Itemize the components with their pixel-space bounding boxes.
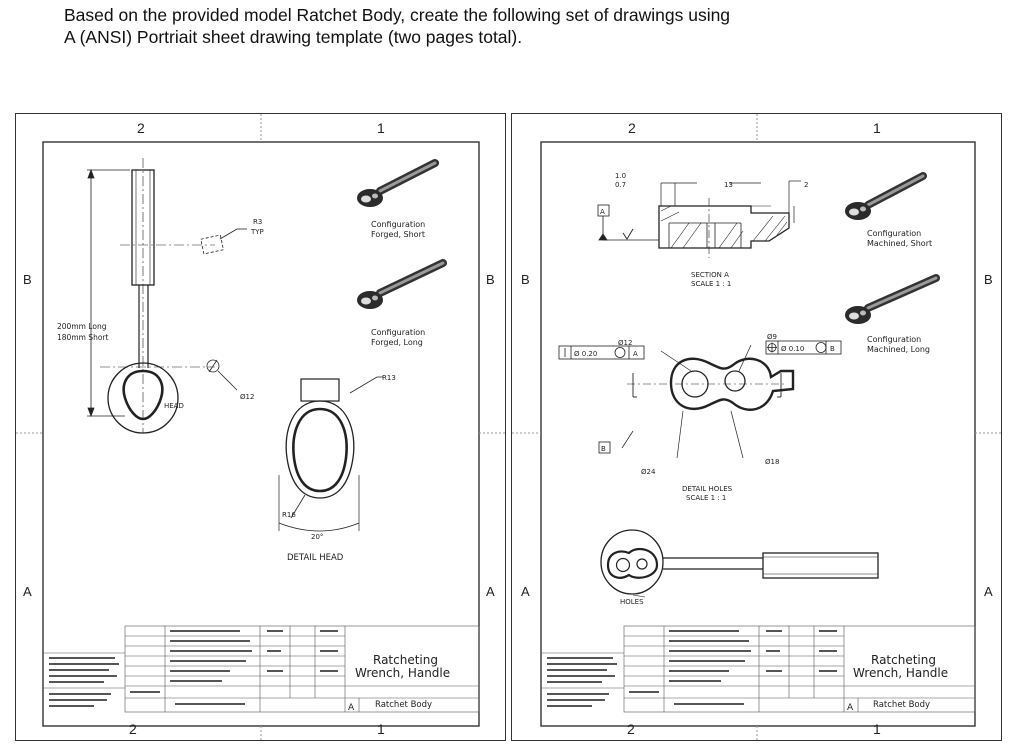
zone-label-bottom-2: 2 [627, 721, 635, 737]
detail-holes-title: DETAIL HOLES [682, 485, 733, 493]
detail-head-view [278, 376, 383, 532]
r3-label: R3 [253, 218, 262, 226]
title-block-fine-print [547, 630, 837, 707]
fcf-left-datum: A [633, 350, 638, 358]
title-block [43, 625, 480, 713]
dia9-label: Ø9 [767, 333, 777, 341]
zone-label-top-2: 2 [137, 120, 145, 136]
datum-a-symbol [597, 204, 659, 241]
handle-front-view [100, 158, 215, 434]
instructions: Based on the provided model Ratchet Body… [64, 4, 730, 48]
r3-callout [200, 228, 247, 255]
dim-13: 13 [724, 181, 733, 189]
row-label-right-a: A [984, 584, 993, 599]
handle-front-view [600, 529, 879, 598]
wrench-iso-view-short [357, 159, 439, 207]
row-label-left-b: B [23, 272, 32, 287]
config2-line2: Machined, Long [867, 345, 930, 354]
length-label-long: 200mm Long [57, 322, 107, 331]
config2-line2: Forged, Long [371, 338, 423, 347]
head-label: HEAD [164, 402, 184, 410]
dia24-label: Ø24 [641, 468, 656, 476]
config1-line2: Machined, Short [867, 239, 932, 248]
dim-0-7: 0.7 [615, 181, 626, 189]
datum-b-symbol [598, 441, 611, 454]
instruction-line-1: Based on the provided model Ratchet Body… [64, 5, 731, 25]
row-label-left-b: B [521, 272, 530, 287]
title-line-1: Ratcheting [373, 653, 438, 667]
wrench-iso-view-long [357, 259, 447, 309]
config1-line1: Configuration [867, 229, 921, 238]
fcf-right-tolerance: Ø 0.10 [781, 345, 804, 353]
instruction-line-2: A (ANSI) Portriait sheet drawing templat… [64, 27, 523, 47]
detail-holes-scale: SCALE 1 : 1 [686, 494, 726, 502]
zone-label-top-1: 1 [873, 120, 881, 136]
row-label-left-a: A [521, 584, 530, 599]
angle-label: 20° [311, 533, 323, 541]
title-block [541, 625, 976, 713]
wrench-iso-view-machined-long [845, 274, 940, 324]
size-label: A [348, 703, 355, 713]
section-a-scale: SCALE 1 : 1 [691, 280, 731, 288]
sheet-inner-border [540, 141, 976, 727]
dia12-label: Ø12 [240, 393, 254, 401]
section-a-title: SECTION A [691, 271, 729, 279]
detail-head-label: DETAIL HEAD [287, 553, 344, 563]
sheet-outer-border [511, 113, 1002, 741]
title-line-2: Wrench, Handle [355, 666, 450, 680]
part-name: Ratchet Body [375, 700, 432, 710]
size-label: A [847, 703, 854, 713]
fcf-left-tolerance: Ø 0.20 [574, 350, 597, 358]
length-label-short: 180mm Short [57, 333, 108, 342]
zone-label-bottom-2: 2 [129, 721, 137, 737]
dia12-label: Ø12 [618, 339, 632, 347]
holes-label: HOLES [620, 598, 644, 606]
row-label-left-a: A [23, 584, 32, 599]
row-label-right-b: B [984, 272, 993, 287]
config2-line1: Configuration [867, 335, 921, 344]
typ-label: TYP [250, 228, 264, 236]
dim-2: 2 [804, 181, 808, 189]
row-label-right-a: A [486, 584, 495, 599]
row-label-right-b: B [486, 272, 495, 287]
zone-label-top-1: 1 [377, 120, 385, 136]
title-block-fine-print [49, 630, 338, 707]
config1-line2: Forged, Short [371, 230, 425, 239]
zone-label-bottom-1: 1 [873, 721, 881, 737]
datum-b-label: B [601, 445, 606, 453]
part-name: Ratchet Body [873, 700, 930, 710]
r13-label: R13 [382, 374, 396, 382]
wrench-iso-view-machined-short [845, 172, 927, 220]
config2-line1: Configuration [371, 328, 425, 337]
drawing-sheet-2: 2 1 2 1 B B A A 1.0 0.7 13 2 A SECTION A… [511, 113, 1002, 741]
fcf-left [558, 345, 645, 360]
datum-a-label: A [600, 208, 605, 216]
title-line-1: Ratcheting [871, 653, 936, 667]
config1-line1: Configuration [371, 220, 425, 229]
dim-1-0: 1.0 [615, 172, 626, 180]
length-dimension [87, 168, 130, 418]
sheet-outer-border [15, 113, 506, 741]
r16-label: R16 [282, 511, 296, 519]
title-line-2: Wrench, Handle [853, 666, 948, 680]
zone-label-bottom-1: 1 [377, 721, 385, 737]
detail-holes-view [621, 344, 795, 459]
zone-label-top-2: 2 [628, 120, 636, 136]
fcf-right [765, 340, 842, 355]
dia18-label: Ø18 [765, 458, 779, 466]
drawing-sheet-1: 2 1 2 1 B B A A 200mm Long 180mm Short R… [15, 113, 506, 741]
fcf-right-datum: B [830, 345, 835, 353]
dia12-callout [206, 359, 238, 391]
section-a-view [658, 180, 801, 258]
